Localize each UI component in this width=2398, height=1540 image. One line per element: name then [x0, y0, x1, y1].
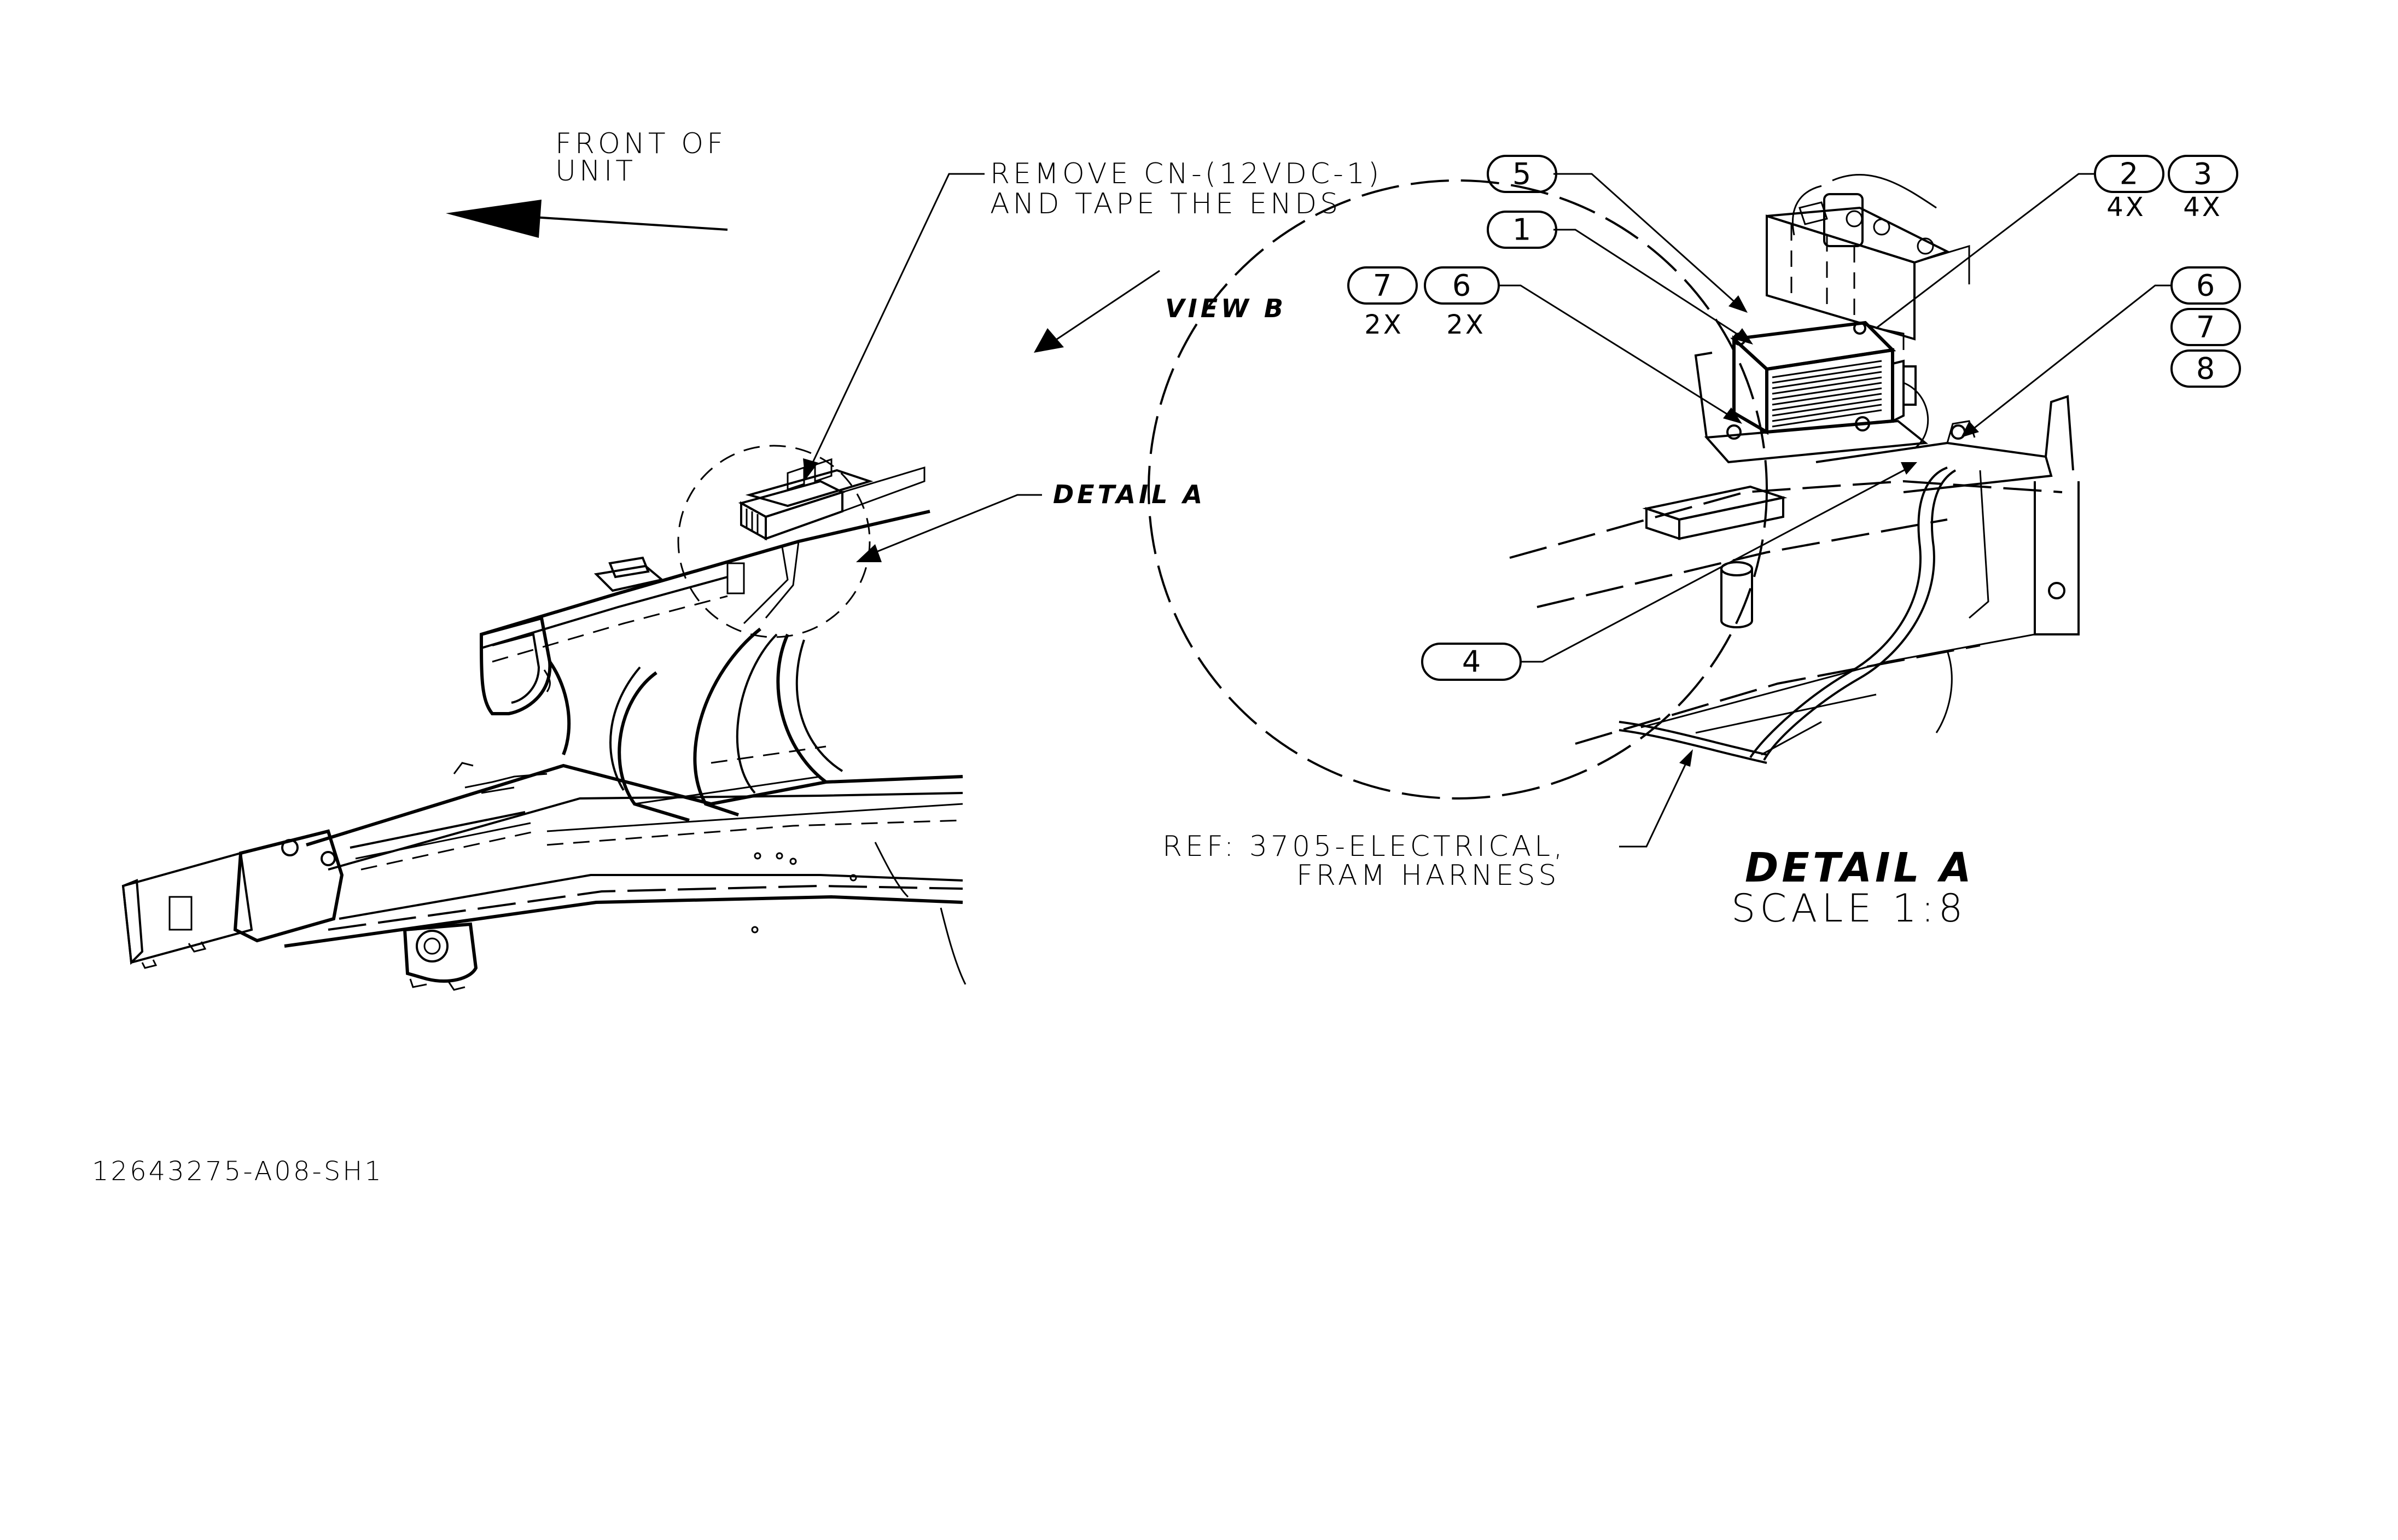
- svg-text:6: 6: [1452, 269, 1471, 303]
- item-balloon-1: 1: [1487, 211, 1557, 249]
- frame-harness-wire: [1619, 466, 1957, 764]
- qty-label-7: 2X: [1364, 310, 1403, 340]
- drawing-number: 12643275-A08-SH1: [92, 1156, 383, 1187]
- detail-a-view: 5 1 7 2X 6 2X 2 4X 3 4X 6: [1148, 155, 2241, 931]
- qty-label-2: 4X: [2106, 192, 2145, 223]
- item-balloon-2: 2 4X: [2094, 155, 2164, 223]
- item-balloon-6-qty: 6 2X: [1424, 266, 1500, 340]
- remove-note-text-2: AND TAPE THE ENDS: [990, 188, 1341, 220]
- item-balloon-8: 8: [2170, 349, 2241, 388]
- front-of-unit-text-1: FRONT OF: [555, 127, 726, 160]
- detail-a-callout: DETAIL A: [677, 445, 1206, 638]
- remove-connector-note: REMOVE CN-(12VDC-1) AND TAPE THE ENDS: [803, 158, 1382, 480]
- cooling-fins: [1772, 360, 1882, 428]
- item-balloon-5: 5: [1487, 155, 1557, 193]
- svg-text:1: 1: [1512, 213, 1531, 247]
- detail-a-boundary: [1148, 179, 1768, 800]
- detail-a-boundary-small: [677, 445, 871, 638]
- remove-note-text-1: REMOVE CN-(12VDC-1): [990, 158, 1382, 190]
- svg-text:6: 6: [2196, 269, 2215, 303]
- ref-note-text-2: FRAM HARNESS: [1296, 859, 1559, 892]
- item-balloon-4: 4: [1421, 643, 1522, 681]
- remove-note-arrowhead: [803, 458, 818, 480]
- mounting-block: [1642, 485, 1788, 628]
- item-balloon-7-qty: 7 2X: [1347, 266, 1418, 340]
- svg-text:4: 4: [1462, 645, 1481, 679]
- lower-frame-rail: [284, 763, 967, 985]
- small-converter-module: [726, 458, 926, 625]
- svg-text:7: 7: [1373, 269, 1392, 303]
- center-arch: [548, 627, 843, 822]
- balloon-leaders: [1499, 173, 2172, 848]
- item-balloon-3: 3 4X: [2168, 155, 2238, 223]
- front-hitch: [121, 829, 344, 969]
- tie-bar: [350, 762, 548, 871]
- svg-text:2: 2: [2120, 157, 2138, 191]
- item-balloon-6: 6: [2170, 266, 2241, 305]
- front-arrow-head: [446, 200, 542, 238]
- detail-a-callout-leader: [875, 494, 1042, 553]
- svg-text:5: 5: [1512, 157, 1531, 191]
- dc-converter-module: [1694, 320, 1929, 464]
- svg-text:7: 7: [2196, 310, 2215, 345]
- lower-clevis: [403, 922, 478, 991]
- detail-a-callout-label: DETAIL A: [1053, 480, 1206, 509]
- ref-note-text-1: REF: 3705-ELECTRICAL,: [1162, 830, 1566, 863]
- svg-text:8: 8: [2196, 352, 2215, 386]
- view-b-arrowhead: [1034, 328, 1064, 353]
- battery-pack: [1766, 174, 1970, 341]
- view-b-indicator: VIEW B: [1034, 270, 1287, 353]
- detail-title: DETAIL A: [1745, 844, 1975, 891]
- item-balloon-7: 7: [2170, 308, 2241, 346]
- view-b-arrow-shaft: [1052, 270, 1160, 343]
- front-of-unit-note: FRONT OF UNIT: [446, 127, 728, 238]
- qty-label-6: 2X: [1446, 310, 1485, 340]
- front-upright: [479, 616, 552, 715]
- upper-frame-rail: [481, 510, 930, 663]
- qty-label-3: 4X: [2183, 192, 2222, 223]
- remove-note-leader: [808, 173, 985, 470]
- svg-text:3: 3: [2193, 157, 2212, 191]
- view-b-label: VIEW B: [1165, 294, 1287, 323]
- front-arrow-shaft: [525, 215, 728, 231]
- detail-scale: SCALE 1:8: [1731, 886, 1967, 931]
- frame-assembly-view: [121, 458, 967, 991]
- detail-mounting-bracket: [1509, 395, 2080, 756]
- front-of-unit-text-2: UNIT: [555, 155, 636, 188]
